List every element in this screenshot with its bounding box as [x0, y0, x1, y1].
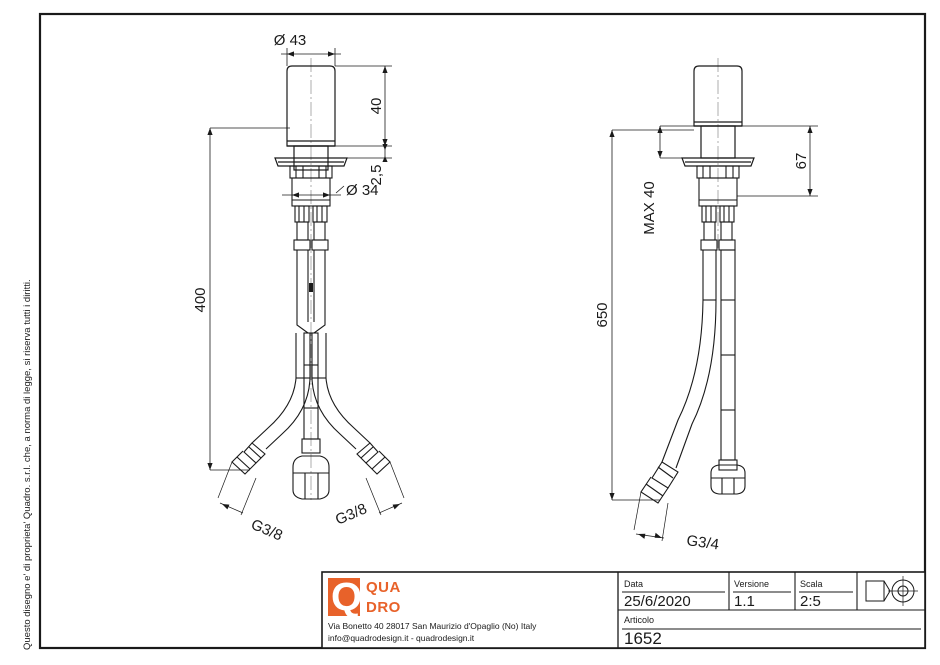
title-block: Q QUA DRO Via Bonetto 40 28017 San Mauri… — [321, 571, 926, 649]
field-label-versione: Versione — [734, 579, 769, 589]
front-hose-stems — [293, 205, 329, 251]
dim-label-dia-43: Ø 43 — [274, 32, 307, 49]
logo-line-1: QUA — [366, 579, 401, 596]
dimension-h-40 — [335, 65, 392, 147]
front-collar — [289, 165, 333, 207]
dim-label-h-650: 650 — [594, 302, 611, 327]
field-label-scala: Scala — [800, 579, 823, 589]
front-elevation-view: Ø 43 40 2,5 Ø 34 — [192, 32, 405, 544]
side-hose-curved — [640, 250, 717, 504]
front-flange — [274, 157, 348, 167]
field-label-articolo: Articolo — [624, 615, 654, 625]
dim-label-h-2-5: 2,5 — [368, 165, 385, 186]
dimension-h-650 — [609, 129, 694, 501]
company-logo: Q QUA DRO — [328, 575, 401, 619]
logo-letter: Q — [331, 575, 362, 619]
front-hose-left — [231, 333, 311, 475]
dimension-h-67 — [737, 125, 818, 197]
copyright-text: Questo disegno e' di proprieta' Quadro. … — [22, 279, 33, 650]
dim-label-thread-g34: G3/4 — [685, 532, 720, 553]
first-angle-projection-icon — [865, 576, 918, 606]
dimension-thread-g34 — [633, 491, 669, 542]
copyright-notice: Questo disegno e' di proprieta' Quadro. … — [22, 279, 33, 650]
dimension-max-40 — [657, 125, 694, 159]
dim-label-h-40: 40 — [368, 98, 385, 115]
field-value-articolo: 1652 — [624, 629, 662, 648]
dim-label-dia-34: Ø 34 — [346, 182, 379, 199]
front-hoses-upper — [296, 250, 326, 334]
front-center-nut — [292, 332, 330, 500]
dim-label-h-67: 67 — [793, 153, 810, 170]
side-hose-stems — [700, 205, 736, 251]
dimension-h-2-5 — [347, 144, 392, 162]
side-flange — [681, 157, 755, 167]
logo-square — [328, 578, 360, 616]
company-contact: info@quadrodesign.it - quadrodesign.it — [328, 633, 475, 643]
side-collar — [696, 165, 740, 207]
dim-label-max-40: MAX 40 — [641, 181, 658, 234]
dim-label-h-400: 400 — [192, 287, 209, 312]
logo-line-2: DRO — [366, 599, 401, 616]
side-hose-straight — [710, 249, 746, 495]
field-label-data: Data — [624, 579, 643, 589]
dimension-thread-left — [217, 461, 257, 516]
company-address: Via Bonetto 40 28017 San Maurizio d'Opag… — [328, 621, 537, 631]
field-value-versione: 1.1 — [734, 593, 755, 610]
dimension-dia-34 — [282, 185, 345, 198]
field-value-data: 25/6/2020 — [624, 593, 691, 610]
front-hose-right — [311, 333, 391, 475]
side-elevation-view: 67 MAX 40 650 G3/4 — [594, 58, 818, 553]
dimension-thread-right — [365, 461, 405, 516]
dimension-h-400 — [207, 127, 290, 471]
dimension-dia-43 — [281, 48, 341, 66]
field-value-scala: 2:5 — [800, 593, 821, 610]
